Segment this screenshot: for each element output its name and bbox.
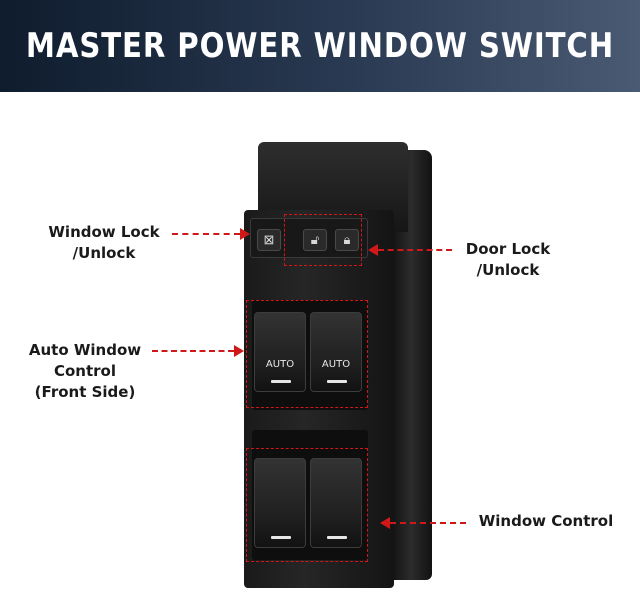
auto-window-leader xyxy=(152,350,234,352)
header-banner: MASTER POWER WINDOW SWITCH xyxy=(0,0,640,92)
indicator-light xyxy=(327,380,347,383)
auto-window-right-button[interactable]: AUTO xyxy=(310,312,362,392)
window-lock-leader xyxy=(172,233,240,235)
indicator-light xyxy=(271,380,291,383)
auto-window-highlight xyxy=(246,300,368,408)
auto-window-left-button[interactable]: AUTO xyxy=(254,312,306,392)
window-lock-button[interactable]: ⊠ xyxy=(257,229,281,251)
unlock-icon: 🔓︎ xyxy=(310,232,320,247)
window-lock-icon: ⊠ xyxy=(263,232,275,247)
window-control-leader xyxy=(390,522,466,524)
auto-window-label: Auto Window Control (Front Side) xyxy=(28,341,142,401)
rear-window-left-button[interactable] xyxy=(254,458,306,548)
lock-panel: ⊠ 🔓︎ 🔒︎ xyxy=(250,218,368,258)
door-unlock-button[interactable]: 🔓︎ xyxy=(303,229,327,251)
window-control-arrow xyxy=(380,517,390,529)
auto-label-right: AUTO xyxy=(321,359,351,370)
window-control-label: Window Control xyxy=(478,512,614,530)
door-lock-leader xyxy=(378,249,452,251)
indicator-light xyxy=(327,536,347,539)
indicator-light xyxy=(271,536,291,539)
rear-window-right-button[interactable] xyxy=(310,458,362,548)
window-lock-label: Window Lock /Unlock xyxy=(48,223,160,262)
door-lock-button[interactable]: 🔒︎ xyxy=(335,229,359,251)
lock-icon: 🔒︎ xyxy=(343,232,351,247)
door-lock-arrow xyxy=(368,244,378,256)
auto-label-left: AUTO xyxy=(265,359,295,370)
power-window-switch: ⊠ 🔓︎ 🔒︎ AUTO AUTO xyxy=(240,130,440,590)
door-lock-label: Door Lock /Unlock xyxy=(465,240,551,279)
window-lock-arrow xyxy=(240,228,250,240)
window-control-highlight xyxy=(246,448,368,562)
door-lock-highlight xyxy=(284,214,362,266)
page-title: MASTER POWER WINDOW SWITCH xyxy=(25,26,615,66)
auto-window-arrow xyxy=(234,345,244,357)
